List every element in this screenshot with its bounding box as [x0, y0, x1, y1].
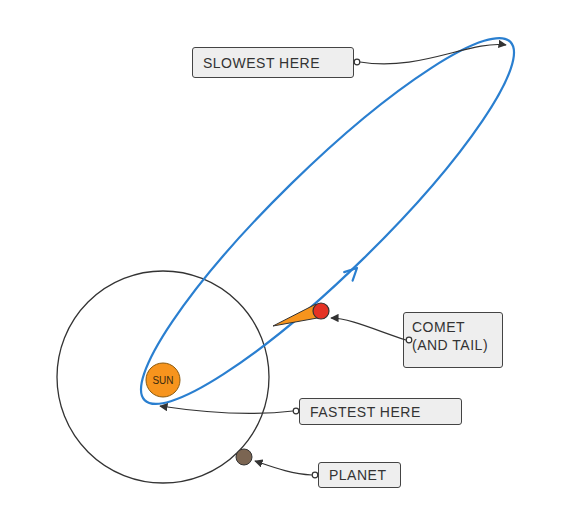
leader-line: [255, 461, 312, 475]
callout-text: FASTEST HERE: [310, 404, 421, 420]
callout-tag: SLOWEST HERE: [192, 47, 354, 78]
tag-hole: [354, 59, 360, 65]
planet-orbit: [57, 271, 269, 483]
leader-line: [160, 406, 293, 413]
callout-text: SLOWEST HERE: [203, 55, 320, 71]
comet-head: [313, 303, 329, 319]
orbit-direction-arrow: [344, 268, 357, 281]
tag-hole: [293, 408, 299, 414]
callout-tag: PLANET: [318, 462, 401, 488]
tag-hole: [312, 472, 318, 478]
sun-label: SUN: [152, 375, 173, 386]
comet-orbit: [108, 5, 547, 438]
callout-tag: COMET (AND TAIL): [403, 312, 503, 368]
leader-line: [331, 318, 406, 340]
planet-body: [236, 449, 252, 465]
sun-circle: SUN: [145, 362, 181, 398]
callout-text: PLANET: [329, 467, 386, 483]
callout-text: COMET (AND TAIL): [412, 318, 494, 354]
callout-tag: FASTEST HERE: [299, 398, 462, 425]
leader-line: [360, 44, 506, 63]
sun-disc: [146, 363, 180, 397]
